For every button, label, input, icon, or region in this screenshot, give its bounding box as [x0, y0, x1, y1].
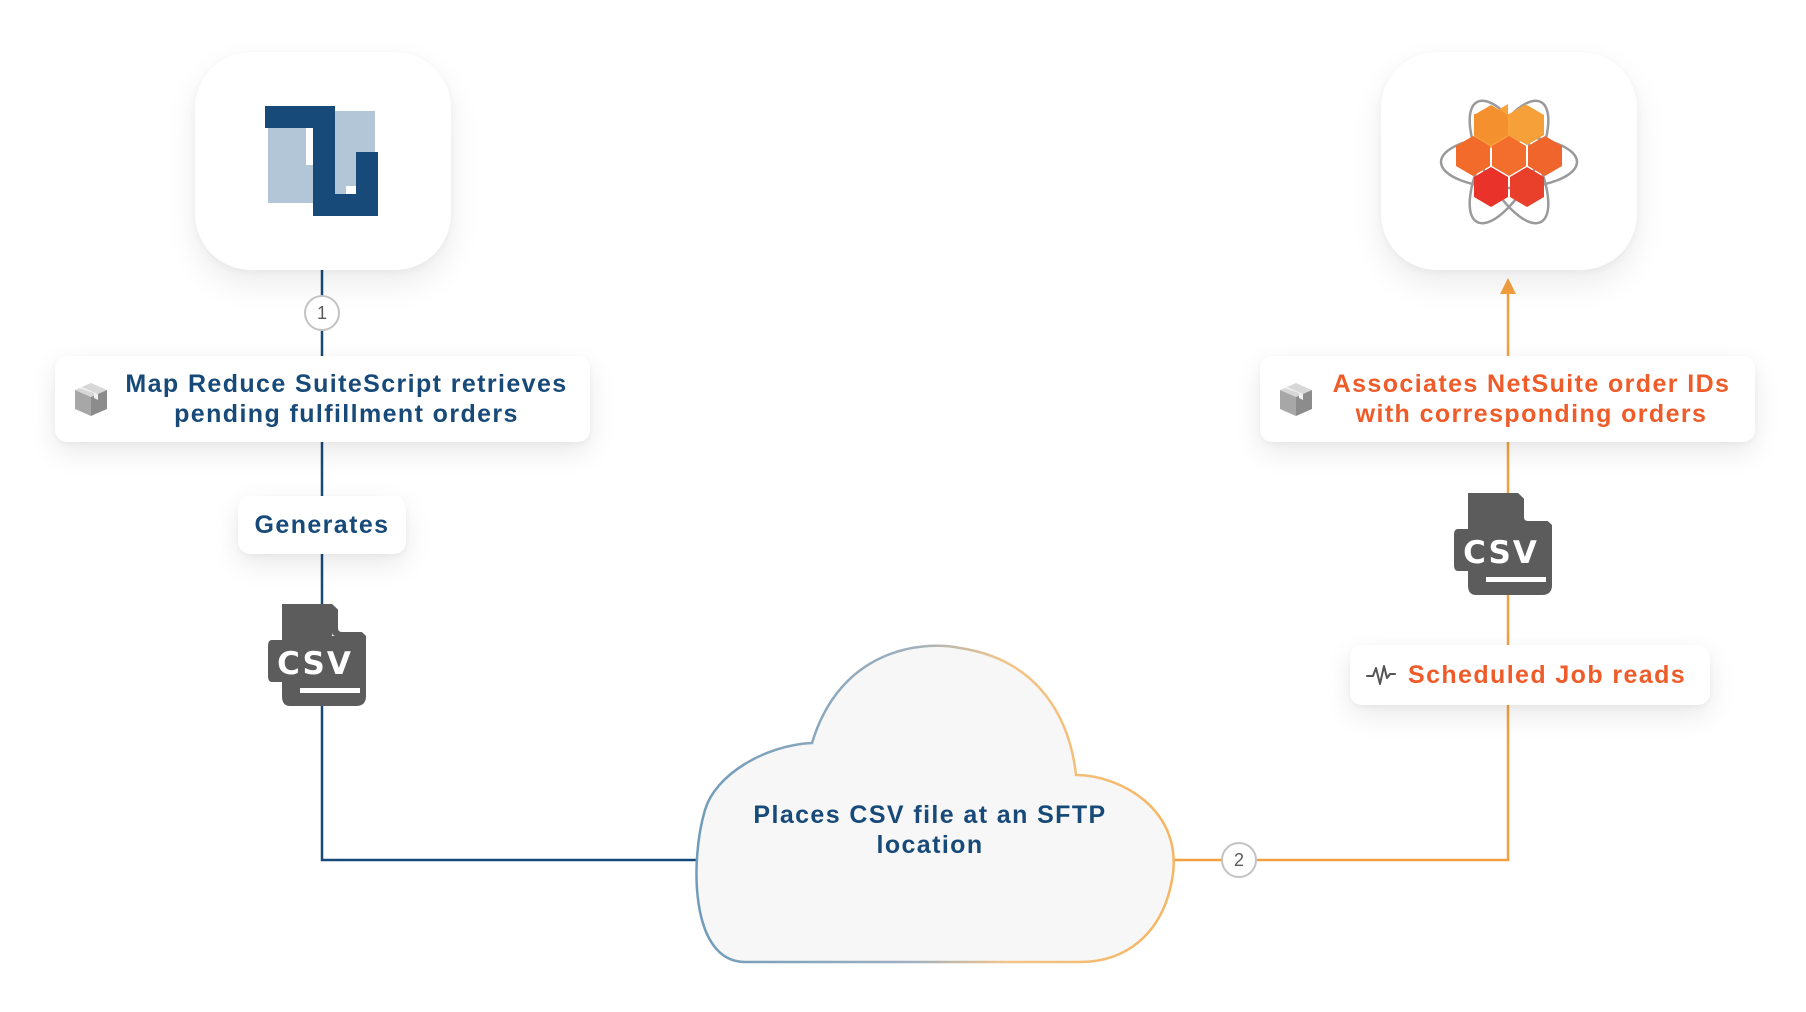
netsuite-logo-card — [195, 52, 451, 270]
integrator-logo-card — [1381, 52, 1637, 270]
csv-icon-text: CSV — [1463, 535, 1539, 571]
pulse-icon — [1366, 665, 1396, 685]
arrow-head — [1500, 278, 1516, 294]
source-connector-line — [320, 265, 705, 862]
target-connector-line — [1172, 290, 1510, 862]
netsuite-logo — [265, 106, 378, 216]
map-reduce-process-card: Map Reduce SuiteScript retrieves pending… — [55, 356, 590, 442]
integrator-hex-atom-logo — [1439, 99, 1579, 225]
box-icon — [75, 383, 107, 416]
csv-icon-text: CSV — [277, 646, 353, 682]
csv-file-icon: CSV — [1454, 493, 1552, 595]
associates-orders-card: Associates NetSuite order IDs with corre… — [1260, 356, 1755, 442]
map-reduce-process-label: Map Reduce SuiteScript retrieves pending… — [125, 370, 568, 428]
scheduled-job-label: Scheduled Job reads — [1408, 661, 1687, 689]
csv-file-icon: CSV — [268, 604, 366, 706]
scheduled-job-card: Scheduled Job reads — [1350, 645, 1710, 705]
sftp-cloud-label: Places CSV file at an SFTP location — [753, 801, 1107, 859]
cloud-icon — [695, 644, 1175, 964]
step-2-badge: 2 — [1221, 842, 1257, 878]
box-icon — [1280, 383, 1312, 416]
generates-label: Generates — [254, 511, 390, 539]
step-1-badge: 1 — [304, 295, 340, 331]
associates-orders-label: Associates NetSuite order IDs with corre… — [1332, 370, 1731, 428]
generates-card: Generates — [238, 496, 406, 554]
